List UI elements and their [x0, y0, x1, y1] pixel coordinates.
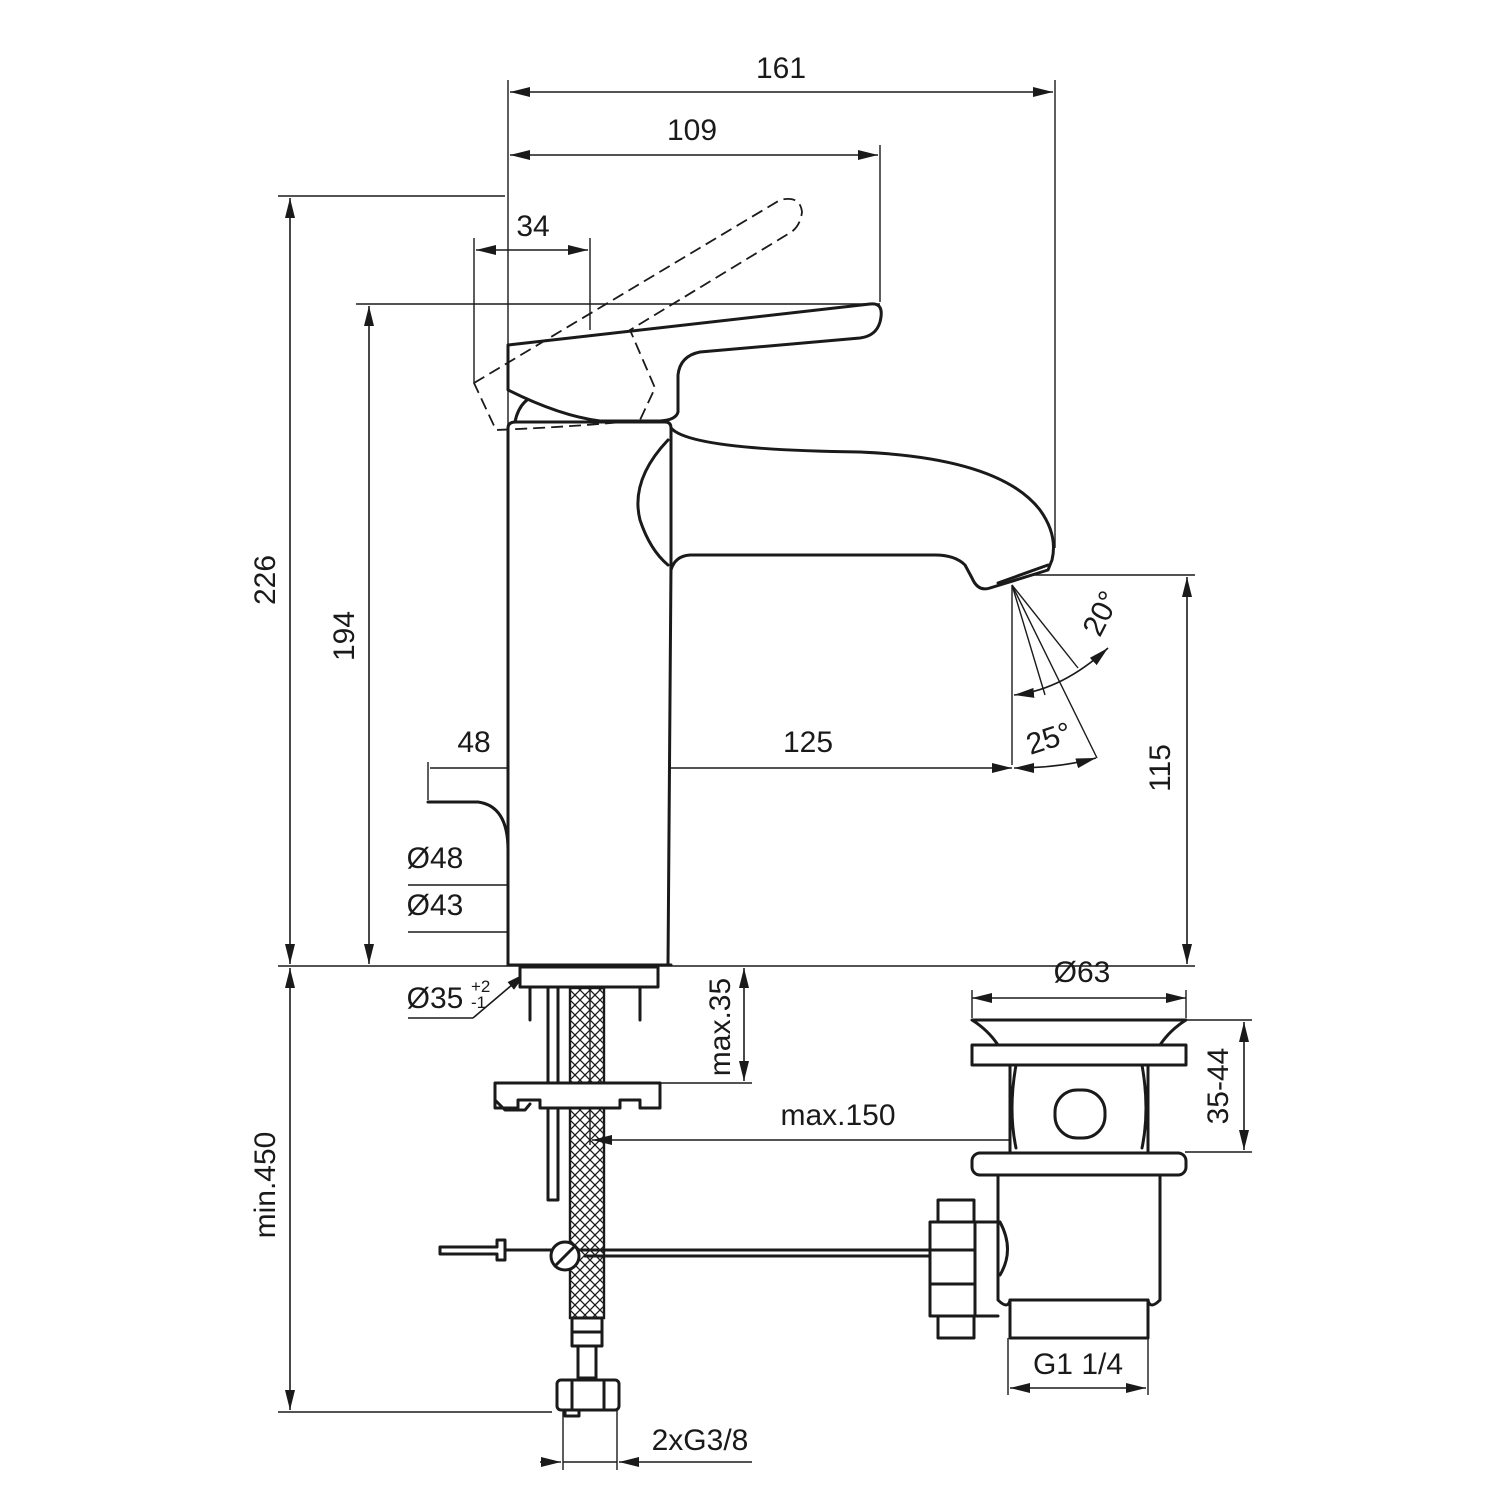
label-min-hose-length: min.450: [249, 1132, 282, 1239]
waste-flange: [970, 1043, 1188, 1067]
fixing-bracket: [493, 1081, 662, 1110]
waste-nut: [970, 1151, 1188, 1177]
label-handle-width: 109: [667, 114, 717, 147]
waste-tail: [996, 1173, 1162, 1307]
label-body-diameter: Ø48: [407, 842, 464, 875]
label-spray-angle-25: 25°: [1022, 716, 1075, 761]
label-lever-offset: 34: [516, 210, 549, 243]
waste-thread-section: [1008, 1298, 1150, 1340]
label-waste-deck-range: 35-44: [1202, 1048, 1235, 1125]
faucet-column: [506, 420, 673, 967]
label-spray-angle-20: 20°: [1077, 586, 1127, 641]
faucet-body: [426, 197, 1055, 967]
label-spout-projection: 125: [783, 726, 833, 759]
label-overall-height: 226: [249, 555, 282, 605]
spray-angle-lines: [1011, 584, 1109, 773]
label-overall-width: 161: [756, 52, 806, 85]
label-waste-thread: G1 1/4: [1033, 1348, 1123, 1381]
label-spout-height: 115: [1144, 744, 1177, 792]
label-hole-tolerance-lower: -1: [471, 993, 486, 1012]
label-max-distance: max.150: [780, 1099, 895, 1132]
popup-pull-rod: [438, 1238, 507, 1262]
label-hole-diameter: Ø35: [407, 982, 464, 1015]
label-handle-height: 194: [328, 611, 361, 661]
label-max-deck-thickness: max.35: [704, 978, 737, 1076]
label-connection-thread: 2xG3/8: [652, 1424, 749, 1457]
hose-nut: [555, 1378, 621, 1412]
lever-handle: [506, 302, 883, 423]
waste-fitting: [928, 1018, 1188, 1340]
label-waste-diameter: Ø63: [1054, 956, 1111, 989]
braided-hose: [568, 986, 606, 1320]
waste-side-connector: [928, 1220, 977, 1318]
label-base-diameter: Ø43: [407, 889, 464, 922]
label-popup-rod-offset: 48: [457, 726, 490, 759]
base-flange: [518, 965, 660, 989]
spout: [669, 426, 1055, 591]
lever-raised-outline: [472, 197, 803, 431]
waste-plug-cap: [970, 1018, 1188, 1047]
under-deck-assembly: [438, 965, 932, 1418]
label-hole-tolerance-upper: +2: [471, 977, 490, 996]
overflow-slot: [1053, 1088, 1107, 1140]
